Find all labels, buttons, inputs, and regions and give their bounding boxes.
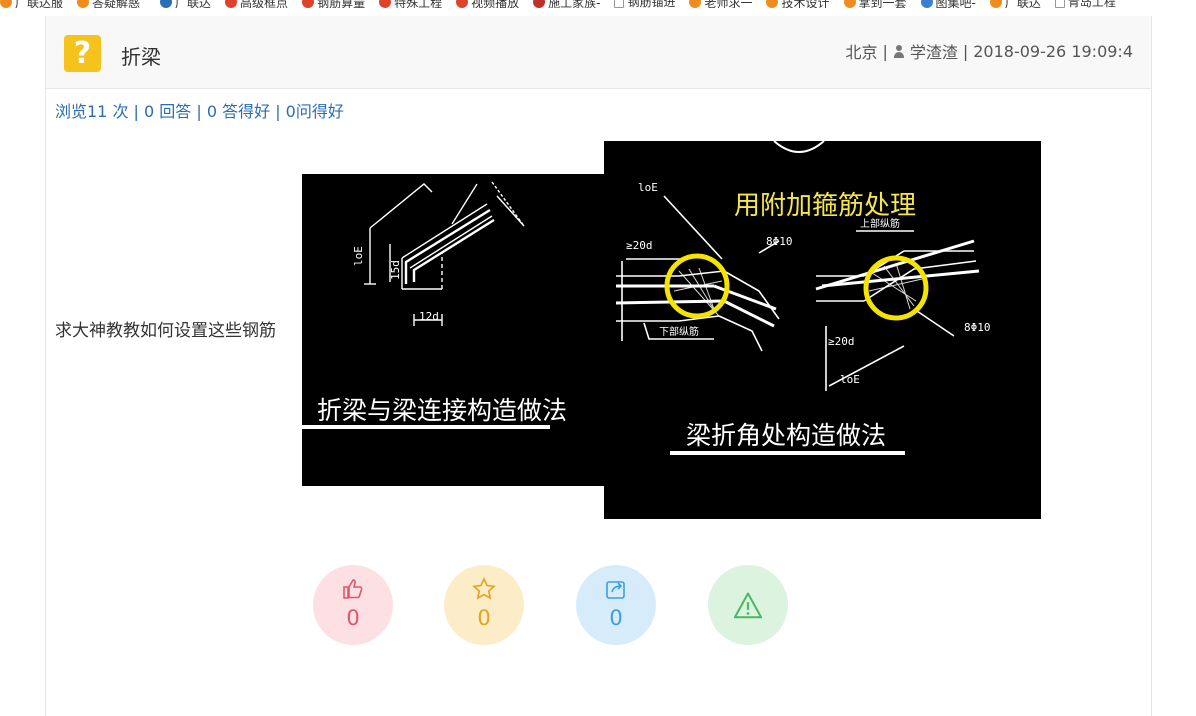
question-mark-icon: ?	[64, 35, 101, 72]
bookmark-item[interactable]: 视频播放	[456, 0, 519, 8]
bookmarks-bar: 广联达服 答疑解惑_ 广联达 高级框点 钢筋算量 特殊工程 视频播放 施工家族- 钢筋锚进 老师求…	[0, 0, 1196, 8]
question-body: 求大神教教如何设置这些钢筋	[55, 321, 276, 341]
label-top-bar: 上部纵筋	[860, 217, 900, 230]
share-count: 0	[609, 606, 623, 630]
label-loe-right: loE	[840, 373, 860, 386]
label-8phi10-right: 8Φ10	[964, 321, 991, 334]
bookmark-label: 特殊工程	[394, 0, 443, 8]
site-favicon-icon	[989, 0, 1002, 8]
bookmark-label: 高级框点	[240, 0, 289, 8]
site-favicon-icon	[379, 0, 392, 8]
site-favicon-icon	[225, 0, 238, 8]
report-button[interactable]	[708, 565, 788, 645]
bookmark-item[interactable]: 青岛工程	[1054, 0, 1116, 8]
bookmark-item[interactable]: 技术设计	[766, 0, 830, 8]
label-8phi10-left: 8Φ10	[766, 235, 793, 248]
page-icon	[614, 0, 625, 8]
meta-separator: |	[882, 41, 888, 61]
bookmark-label: 图集吧-	[935, 0, 976, 8]
bookmark-label: 广联达服	[15, 0, 64, 8]
site-favicon-icon	[766, 0, 779, 8]
caption-underline	[302, 425, 550, 429]
bookmark-label: 答疑解惑_	[92, 0, 147, 8]
site-favicon-icon	[920, 0, 933, 8]
site-favicon-icon	[456, 0, 469, 8]
site-favicon-icon	[160, 0, 173, 8]
user-name-link[interactable]: 学渣渣	[909, 43, 958, 62]
site-favicon-icon	[77, 0, 90, 8]
bookmark-item[interactable]: 施工家族-	[533, 0, 600, 8]
like-count: 0	[346, 606, 360, 630]
highlight-circle-left	[664, 253, 730, 319]
thumbs-up-icon	[343, 579, 363, 599]
favorite-count: 0	[477, 606, 491, 630]
drawing-note: 用附加箍筋处理	[734, 191, 916, 221]
site-favicon-icon	[302, 0, 315, 8]
bookmark-item[interactable]: 图集吧-	[920, 0, 976, 8]
bookmark-item[interactable]: 掌到一套	[843, 0, 907, 8]
share-icon	[606, 581, 625, 599]
like-button[interactable]: 0	[313, 565, 393, 645]
favorite-button[interactable]: 0	[444, 565, 524, 645]
bookmark-item[interactable]: 广联达	[160, 0, 211, 8]
drawing-beam-corner-detail[interactable]: 用附加箍筋处理	[604, 141, 1041, 519]
site-favicon-icon	[689, 0, 702, 8]
label-loe-top: loE	[638, 181, 658, 194]
bookmark-item[interactable]: 老师求一	[689, 0, 752, 8]
bookmark-label: 技术设计	[781, 0, 830, 8]
bookmark-item[interactable]: 答疑解惑_	[77, 0, 146, 8]
bookmark-item[interactable]: 钢筋算量	[302, 0, 365, 8]
bookmark-label: 青岛工程	[1067, 0, 1116, 8]
bookmark-item[interactable]: 特殊工程	[379, 0, 442, 8]
label-20d-right: ≥20d	[828, 335, 855, 348]
drawing-2-caption: 梁折角处构造做法	[686, 421, 886, 450]
site-favicon-icon	[0, 0, 12, 8]
bookmark-label: 钢筋算量	[317, 0, 366, 8]
drawing-1-caption: 折梁与梁连接构造做法	[317, 396, 567, 425]
bookmark-label: 老师求一	[704, 0, 753, 8]
share-button[interactable]: 0	[576, 565, 656, 645]
user-icon	[893, 44, 905, 58]
label-bottom-bar: 下部纵筋	[659, 325, 699, 338]
bookmark-item[interactable]: 广联达	[989, 0, 1041, 8]
bookmark-label: 钢筋锚进	[627, 0, 676, 8]
site-favicon-icon	[843, 0, 856, 8]
warning-icon	[733, 592, 763, 619]
bookmark-item[interactable]: 广联达服	[0, 0, 63, 8]
meta-separator: |	[962, 41, 969, 61]
drawing-1-svg: loE 15d 12d 折梁与梁连接构造做法	[302, 181, 567, 429]
bookmark-label: 掌到一套	[858, 0, 907, 8]
star-icon	[472, 577, 496, 600]
question-header: ? 折梁 北京 | 学渣渣 | 2018-09-26 19:09:4	[46, 16, 1151, 89]
bookmark-label: 广联达	[175, 0, 212, 8]
label-15d: 15d	[389, 260, 402, 280]
page-title: 折梁	[121, 45, 161, 69]
question-meta: 北京 | 学渣渣 | 2018-09-26 19:09:4	[845, 39, 1133, 63]
label-loe: loE	[352, 246, 365, 266]
bookmark-item[interactable]: 钢筋锚进	[614, 0, 675, 8]
question-stats: 浏览11 次 | 0 回答 | 0 答得好 | 0问得好	[55, 102, 344, 121]
bookmark-label: 广联达	[1004, 0, 1041, 8]
page-icon	[1054, 0, 1065, 8]
bookmark-label: 施工家族-	[548, 0, 601, 8]
highlight-circle-right	[863, 255, 929, 321]
caption-underline	[670, 451, 905, 455]
site-favicon-icon	[533, 0, 546, 8]
drawing-folded-beam-connection[interactable]: loE 15d 12d 折梁与梁连接构造做法	[302, 174, 605, 486]
bookmark-item[interactable]: 高级框点	[225, 0, 288, 8]
drawing-2-svg: 用附加箍筋处理	[615, 141, 991, 455]
post-datetime: 2018-09-26 19:09:4	[973, 41, 1133, 61]
location-text: 北京	[845, 43, 878, 62]
action-bar: 0 0 0	[313, 565, 793, 645]
label-20d-left: ≥20d	[626, 239, 653, 252]
bookmark-label: 视频播放	[471, 0, 520, 8]
label-12d: 12d	[419, 310, 439, 323]
